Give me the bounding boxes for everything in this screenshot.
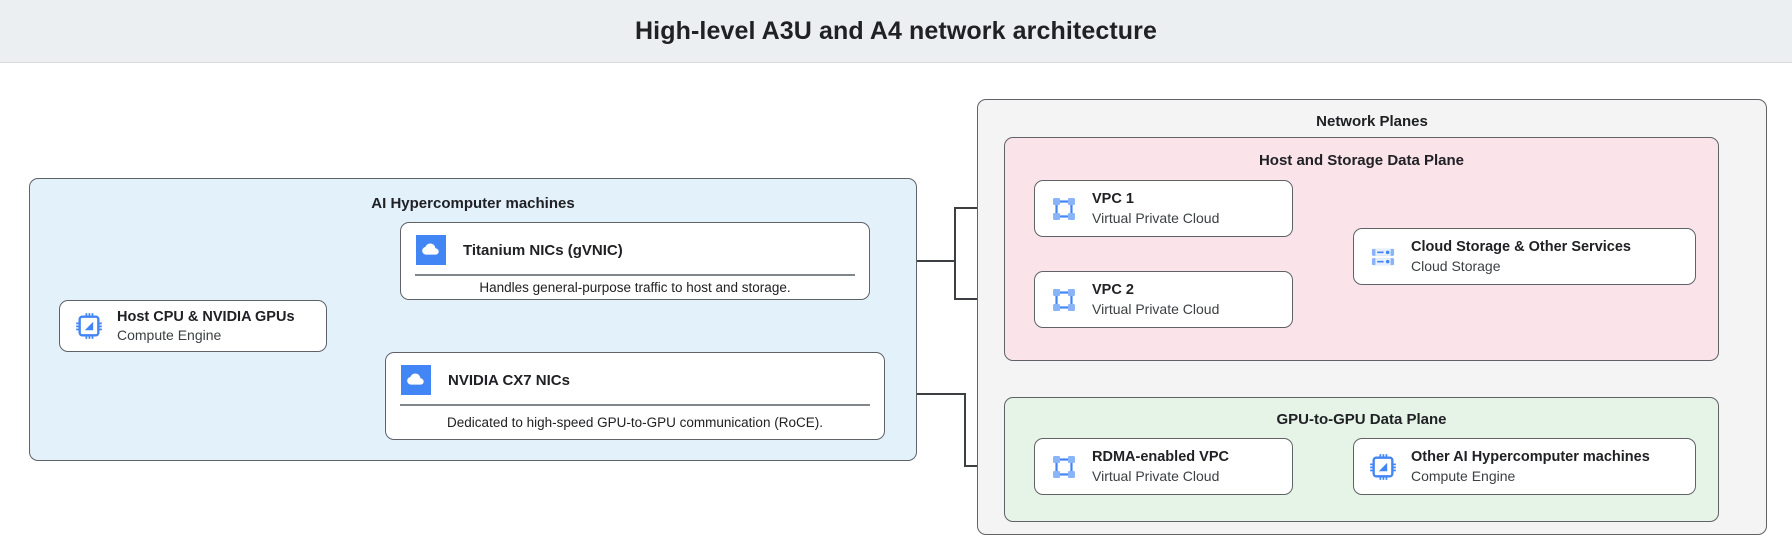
card-divider [415, 274, 855, 276]
card-title: Titanium NICs (gVNIC) [463, 241, 623, 259]
page-title: High-level A3U and A4 network architectu… [635, 16, 1157, 45]
cloud-storage-icon [1368, 242, 1398, 272]
node-subtitle: Virtual Private Cloud [1092, 467, 1220, 484]
panel-title-host-storage-plane: Host and Storage Data Plane [1258, 152, 1465, 169]
node-title: RDMA-enabled VPC [1092, 449, 1229, 466]
node-subtitle: Compute Engine [1411, 467, 1516, 484]
card-titanium-nics[interactable]: Titanium NICs (gVNIC) Handles general-pu… [400, 222, 870, 300]
card-title: NVIDIA CX7 NICs [448, 371, 570, 389]
cloud-square-icon [415, 234, 447, 266]
diagram-header: High-level A3U and A4 network architectu… [0, 0, 1792, 63]
node-subtitle: Virtual Private Cloud [1092, 209, 1220, 226]
vpc-icon [1049, 194, 1079, 224]
panel-title-ai-hypercomputer: AI Hypercomputer machines [371, 195, 575, 212]
node-title: Cloud Storage & Other Services [1411, 239, 1631, 256]
card-description: Dedicated to high-speed GPU-to-GPU commu… [447, 414, 823, 430]
card-divider [400, 404, 870, 406]
node-host-cpu-gpus[interactable]: Host CPU & NVIDIA GPUs Compute Engine [59, 300, 327, 352]
card-description: Handles general-purpose traffic to host … [479, 279, 791, 295]
node-rdma-enabled-vpc[interactable]: RDMA-enabled VPC Virtual Private Cloud [1034, 438, 1293, 495]
card-header: Titanium NICs (gVNIC) [401, 223, 869, 274]
node-subtitle: Compute Engine [117, 327, 222, 344]
panel-title-network-planes: Network Planes [1316, 113, 1428, 130]
node-title: VPC 1 [1092, 191, 1134, 208]
node-vpc-2[interactable]: VPC 2 Virtual Private Cloud [1034, 271, 1293, 328]
node-title: VPC 2 [1092, 282, 1134, 299]
card-nvidia-cx7-nics[interactable]: NVIDIA CX7 NICs Dedicated to high-speed … [385, 352, 885, 440]
compute-engine-chip-icon [1368, 452, 1398, 482]
card-header: NVIDIA CX7 NICs [386, 353, 884, 404]
node-other-ai-hypercomputer-machines[interactable]: Other AI Hypercomputer machines Compute … [1353, 438, 1696, 495]
vpc-icon [1049, 285, 1079, 315]
node-cloud-storage-other-services[interactable]: Cloud Storage & Other Services Cloud Sto… [1353, 228, 1696, 285]
compute-engine-chip-icon [74, 311, 104, 341]
node-title: Other AI Hypercomputer machines [1411, 449, 1650, 466]
node-subtitle: Cloud Storage [1411, 257, 1501, 274]
node-title: Host CPU & NVIDIA GPUs [117, 308, 295, 325]
vpc-icon [1049, 452, 1079, 482]
node-subtitle: Virtual Private Cloud [1092, 300, 1220, 317]
node-vpc-1[interactable]: VPC 1 Virtual Private Cloud [1034, 180, 1293, 237]
panel-title-gpu-plane: GPU-to-GPU Data Plane [1276, 411, 1447, 428]
cloud-square-icon [400, 364, 432, 396]
